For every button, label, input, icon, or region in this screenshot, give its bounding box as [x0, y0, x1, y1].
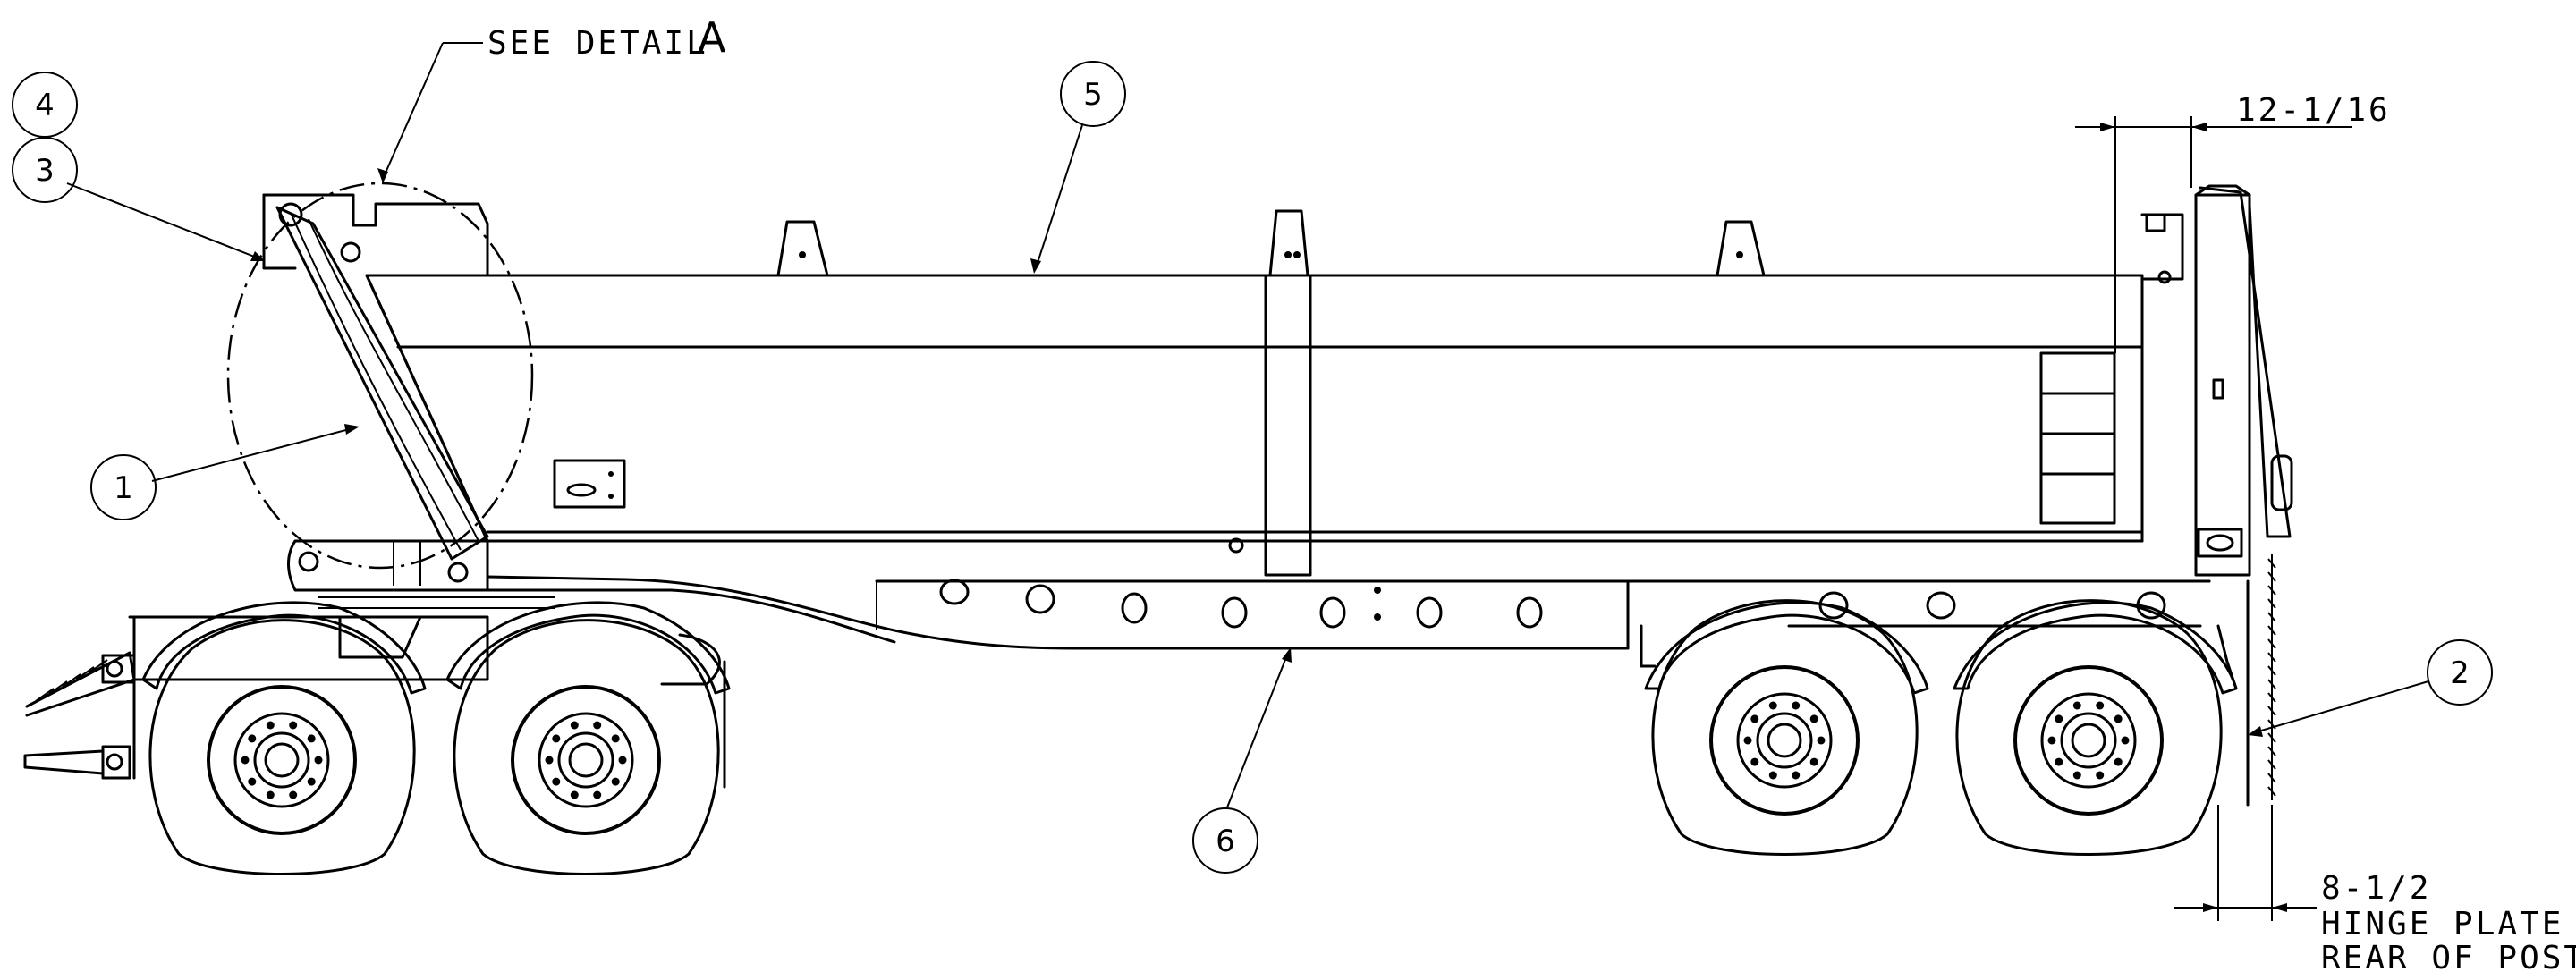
callout-item-1: 1 [90, 454, 157, 520]
wheel [1651, 599, 1919, 856]
dimension-bottom-right: 8-1/2 HINGE PLATE TO REAR OF POST [2174, 805, 2576, 972]
callout-item-4: 4 [12, 72, 78, 138]
detail-letter: A [698, 13, 726, 62]
svg-text:2: 2 [2450, 655, 2470, 691]
callout-item-6: 6 [1192, 807, 1258, 874]
callout-item-5: 5 [1060, 61, 1126, 127]
callout-item-2: 2 [2427, 639, 2493, 706]
svg-text:4: 4 [35, 88, 55, 123]
svg-text:6: 6 [1216, 824, 1235, 859]
fenders [141, 554, 2276, 807]
svg-text:8-1/2: 8-1/2 [2321, 870, 2431, 907]
leader-lines [66, 42, 2429, 808]
dimension-top-right: 12-1/16 [2075, 92, 2391, 210]
see-detail-note: SEE DETAIL [487, 25, 708, 62]
wheels [148, 599, 2223, 875]
wheel [1955, 599, 2223, 856]
svg-text:5: 5 [1083, 77, 1103, 113]
chassis-frame [23, 537, 2211, 789]
detail-a-circle [226, 182, 534, 570]
dump-body [262, 179, 2293, 592]
svg-text:3: 3 [35, 153, 55, 189]
svg-text:HINGE PLATE TO: HINGE PLATE TO [2321, 906, 2576, 942]
callout-item-3: 3 [12, 137, 78, 203]
wheel [148, 619, 416, 875]
svg-text:1: 1 [114, 470, 133, 506]
wheel [453, 619, 720, 875]
svg-text:12-1/16: 12-1/16 [2236, 92, 2391, 129]
svg-text:REAR OF POST: REAR OF POST [2321, 940, 2576, 972]
